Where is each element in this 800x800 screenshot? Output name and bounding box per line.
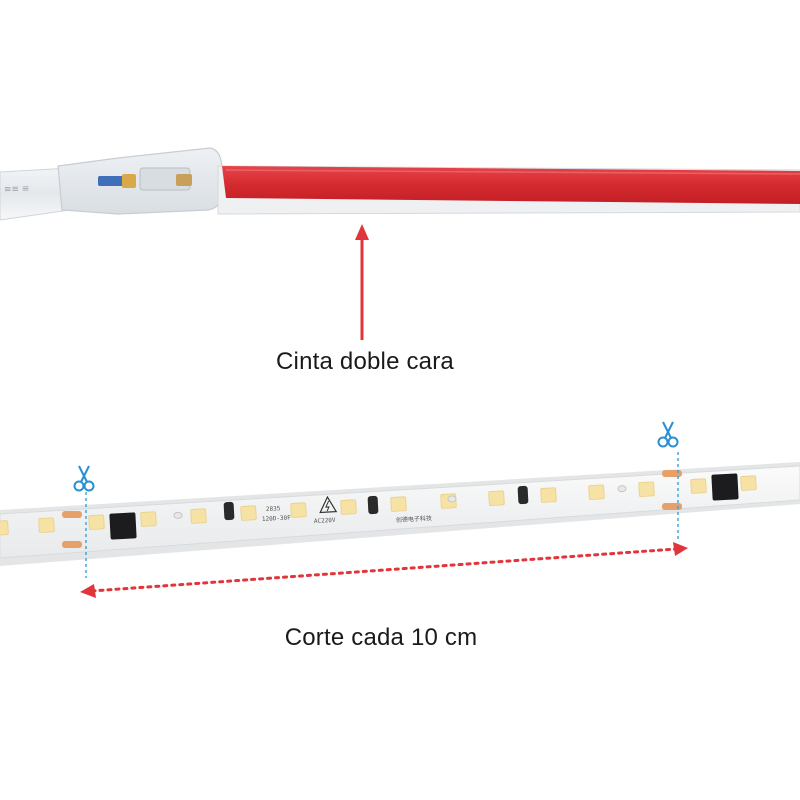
- red-double-sided-tape: [222, 166, 800, 204]
- bottom-strip: 2835 120D-30F AC220V 创德电子科技: [0, 421, 800, 578]
- solder-pad: [662, 470, 682, 477]
- led-chip: [588, 484, 605, 500]
- led-density-text: 120D-30F: [262, 514, 292, 523]
- led-chip: [638, 481, 655, 497]
- led-chip: [340, 499, 357, 515]
- led-chip: [290, 502, 307, 518]
- led-chip: [140, 511, 157, 527]
- plug-pin: [98, 176, 128, 186]
- high-voltage-warning-icon: [319, 495, 338, 514]
- plug-pin: [122, 174, 136, 188]
- driver-ic-chip: [711, 473, 739, 501]
- led-chip: [38, 517, 55, 533]
- voltage-text: AC220V: [314, 517, 336, 525]
- top-strip: ≡≡ ≡: [0, 147, 800, 221]
- led-chip: [488, 490, 505, 506]
- length-dimension-arrow: [80, 542, 688, 598]
- led-chip: [190, 508, 207, 524]
- led-chip: [0, 520, 9, 536]
- driver-ic-chip: [109, 512, 137, 540]
- cut-point-left: [62, 511, 82, 548]
- resistor: [223, 501, 235, 521]
- scissors-icon: [73, 465, 95, 492]
- led-chip: [690, 478, 707, 494]
- cut-point-right: [662, 470, 682, 510]
- capacitor: [447, 495, 457, 503]
- cable-print: ≡≡ ≡: [4, 184, 30, 195]
- led-chip: [540, 487, 557, 503]
- plug-pin: [176, 174, 192, 186]
- solder-pad: [662, 503, 682, 510]
- chip-code-text: 2835: [266, 505, 281, 513]
- cut-interval-caption: Corte cada 10 cm: [284, 624, 478, 651]
- resistor: [517, 485, 529, 505]
- capacitor: [617, 485, 627, 493]
- solder-pad: [62, 541, 82, 548]
- led-chip: [390, 496, 407, 512]
- led-chip: [88, 514, 105, 530]
- led-chip: [740, 475, 757, 491]
- solder-pad: [62, 511, 82, 518]
- led-chip: [240, 505, 257, 521]
- chinese-mark-text: 创德电子科技: [396, 514, 432, 524]
- resistor: [367, 495, 379, 515]
- capacitor: [173, 511, 183, 519]
- tape-highlight: [225, 169, 800, 175]
- scissors-icon: [657, 421, 679, 448]
- tape-caption: Cinta doble cara: [276, 348, 454, 375]
- led-group: [0, 475, 757, 536]
- tape-arrow: [355, 224, 369, 340]
